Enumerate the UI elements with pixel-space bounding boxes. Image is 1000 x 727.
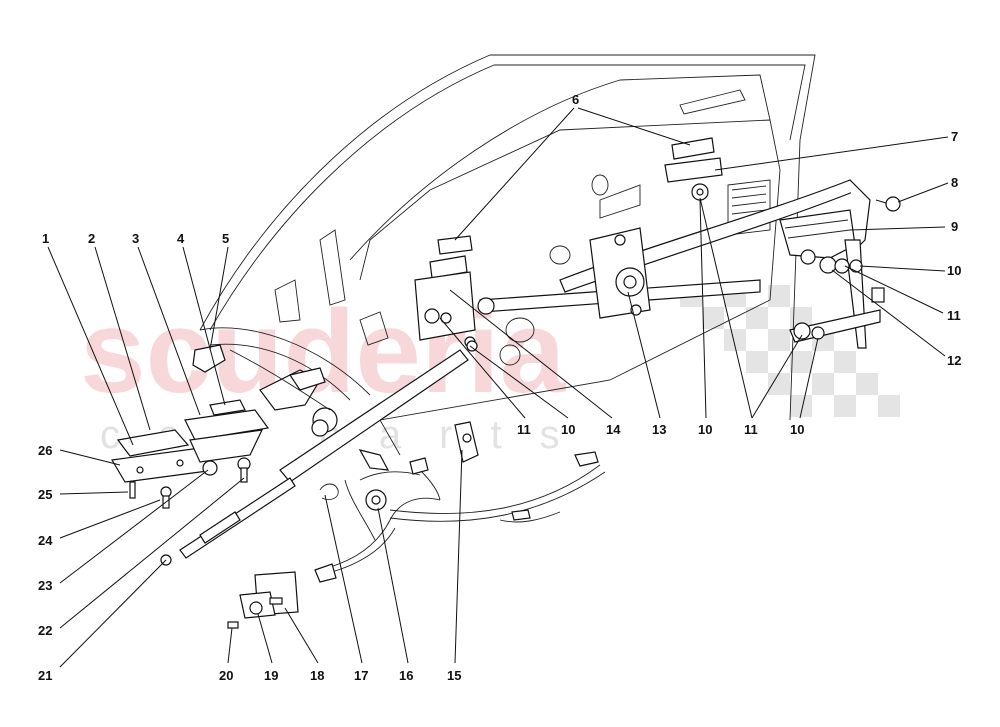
callout-19: 19 [264, 668, 278, 683]
door-lock-switch [227, 571, 299, 629]
callout-7: 7 [951, 129, 958, 144]
callout-10: 10 [947, 263, 961, 278]
callout-labels: 1 2 3 4 5 6 7 8 9 10 11 12 11 10 14 13 1… [38, 92, 961, 683]
callout-11: 11 [517, 422, 531, 437]
door-frame [199, 54, 816, 456]
callout-12: 12 [947, 353, 961, 368]
callout-21: 21 [38, 668, 52, 683]
callout-23: 23 [38, 578, 52, 593]
callout-14: 14 [606, 422, 621, 437]
door-hinge [111, 344, 270, 509]
callout-11: 11 [947, 308, 961, 323]
leader-lines [47, 107, 949, 668]
callout-5: 5 [222, 231, 229, 246]
callout-25: 25 [38, 487, 52, 502]
callout-3: 3 [132, 231, 139, 246]
door-latch-mechanism [229, 349, 338, 437]
callout-20: 20 [219, 668, 233, 683]
callout-16: 16 [399, 668, 413, 683]
callout-18: 18 [310, 668, 324, 683]
callout-10: 10 [698, 422, 712, 437]
regulator-fasteners [691, 183, 901, 340]
callout-8: 8 [951, 175, 958, 190]
callout-9: 9 [951, 219, 958, 234]
callout-2: 2 [88, 231, 95, 246]
door-check-strut [160, 340, 478, 566]
callout-4: 4 [177, 231, 185, 246]
callout-11: 11 [744, 422, 758, 437]
window-guides [414, 137, 723, 348]
callout-6: 6 [572, 92, 579, 107]
wiring-harness [314, 421, 606, 583]
callout-10: 10 [790, 422, 804, 437]
callout-15: 15 [447, 668, 461, 683]
checkered-flag-watermark [680, 285, 900, 417]
callout-17: 17 [354, 668, 368, 683]
callout-13: 13 [652, 422, 666, 437]
callout-22: 22 [38, 623, 52, 638]
callout-10: 10 [561, 422, 575, 437]
callout-1: 1 [42, 231, 49, 246]
callout-26: 26 [38, 443, 52, 458]
callout-24: 24 [38, 533, 53, 548]
